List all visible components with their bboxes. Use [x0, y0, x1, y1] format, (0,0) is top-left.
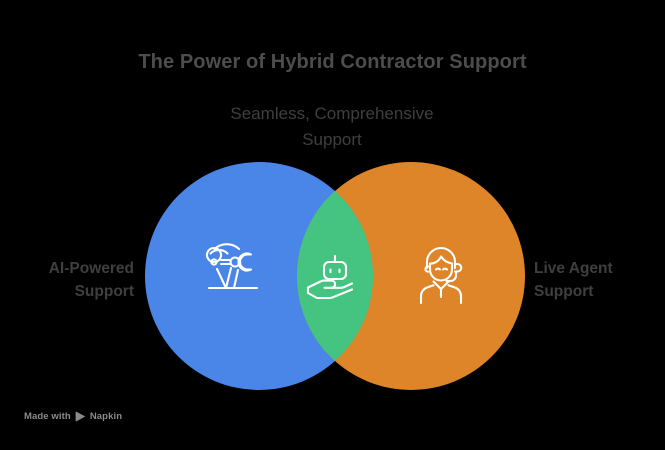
- robot-arm-wifi-icon: [205, 243, 259, 290]
- venn-label-right: Live Agent Support: [534, 260, 613, 300]
- made-with-label: Made with: [24, 411, 71, 422]
- footer-watermark[interactable]: Made with Napkin: [24, 411, 122, 422]
- page-title: The Power of Hybrid Contractor Support: [138, 51, 527, 73]
- venn-overlap-region[interactable]: [297, 162, 525, 390]
- headset-agent-icon: [419, 247, 463, 305]
- venn-label-left: AI-Powered Support: [48, 260, 134, 300]
- venn-center-label: Seamless, Comprehensive Support: [230, 104, 434, 149]
- robot-in-hand-icon: [306, 254, 354, 300]
- napkin-brand-label: Napkin: [89, 411, 123, 422]
- napkin-logo-icon: [75, 411, 86, 422]
